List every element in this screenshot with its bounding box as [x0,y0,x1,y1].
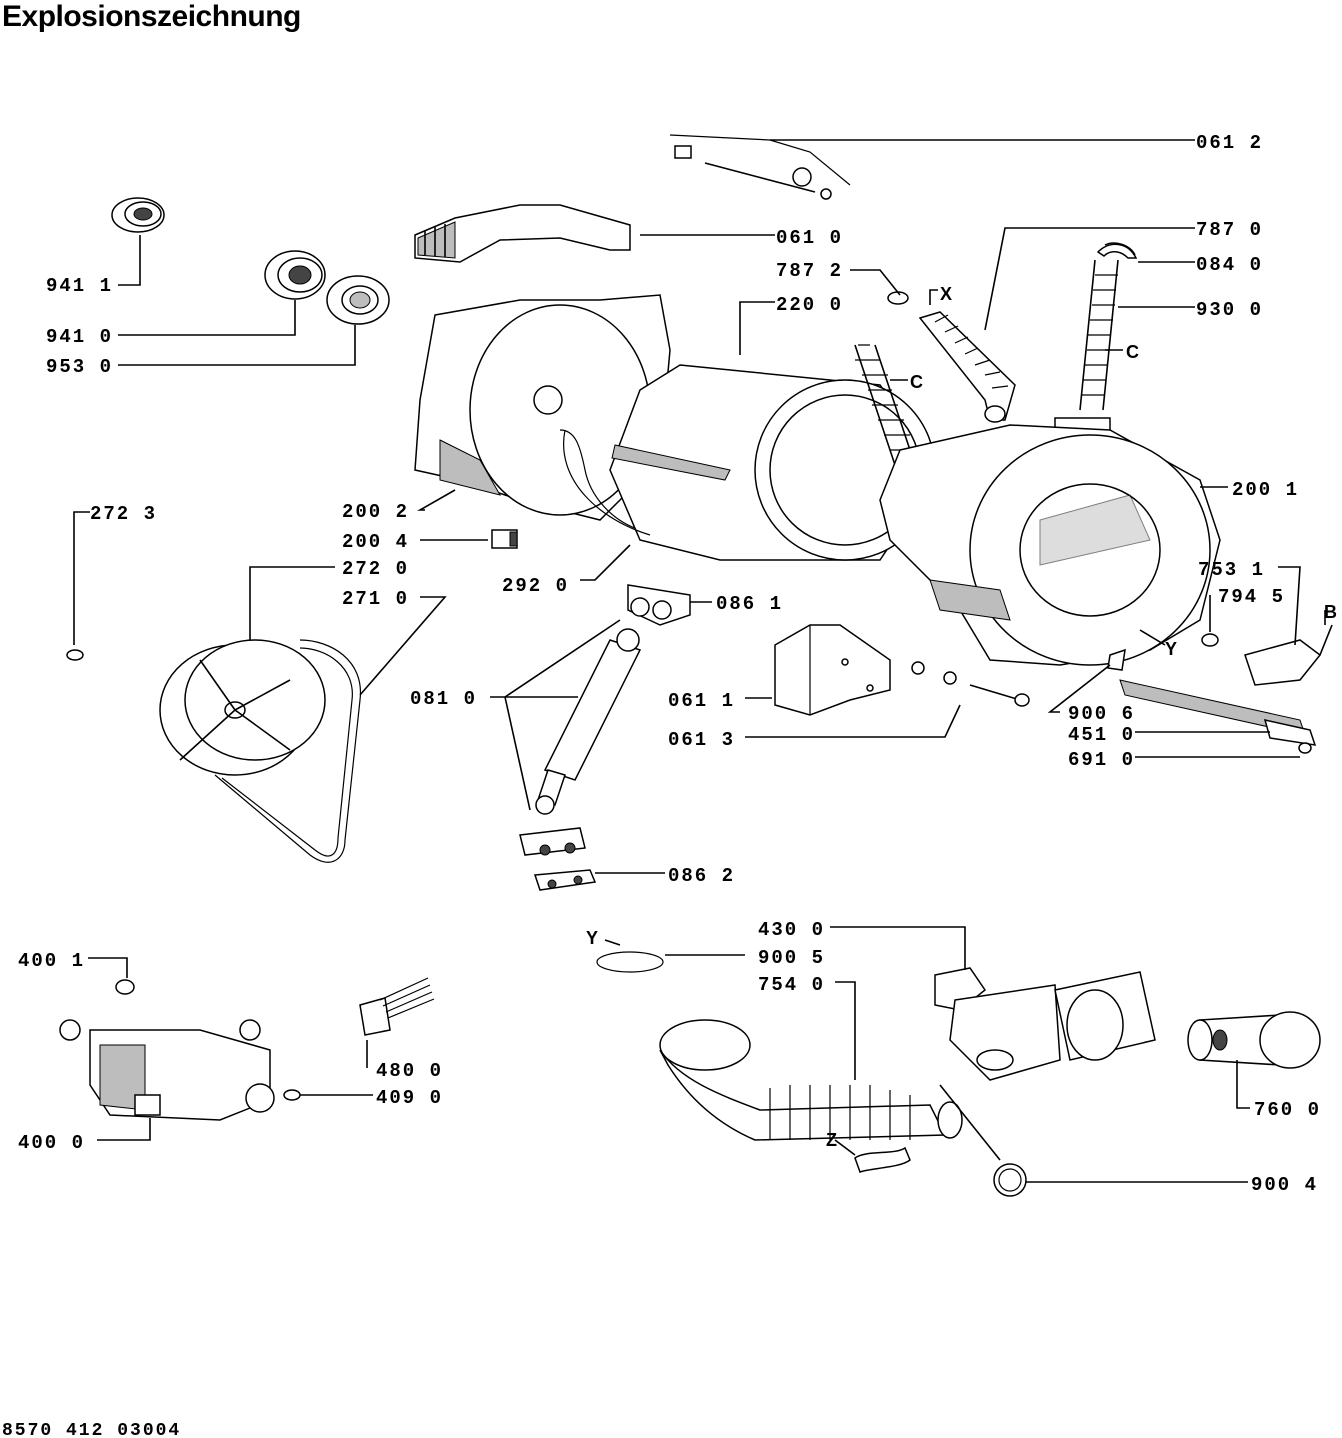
part-heater [1119,679,1317,746]
label-930-0: 930 0 [1196,299,1263,321]
part-shock-absorber [535,628,642,815]
label-941-1: 941 1 [46,275,113,297]
label-753-1: 753 1 [1198,559,1265,581]
label-061-1: 061 1 [668,690,735,712]
part-hose-clamp-9004 [993,1163,1027,1197]
page-title: Explosionszeichnung [2,0,301,33]
part-clip-9006 [1107,648,1126,671]
label-691-0: 691 0 [1068,749,1135,771]
part-ntc-sensor [1244,624,1333,686]
part-small-hose-z [854,1146,911,1173]
part-number-labels: 061 2 061 0 787 0 787 2 084 0 220 0 930 … [18,132,1321,1196]
leader-lines [73,139,1301,1183]
label-794-5: 794 5 [1218,586,1285,608]
part-nut-6910 [1298,742,1312,754]
label-061-0: 061 0 [776,227,843,249]
label-220-0: 220 0 [776,294,843,316]
part-pulley [159,639,326,776]
label-409-0: 409 0 [376,1087,443,1109]
label-271-0: 271 0 [342,588,409,610]
part-rear-tub [414,294,671,531]
part-seal [326,275,390,325]
label-760-0: 760 0 [1254,1099,1321,1121]
part-bellows-hose [918,311,1016,423]
label-061-3: 061 3 [668,729,735,751]
part-hose-clamp-9005 [596,951,664,973]
part-drain-hose [659,1019,963,1141]
label-200-4: 200 4 [342,531,409,553]
part-washer-7945 [1201,633,1219,647]
label-086-2: 086 2 [668,865,735,887]
label-200-2: 200 2 [342,501,409,523]
part-counterweight-front [774,624,891,716]
part-nut-2723 [66,649,84,661]
label-941-0: 941 0 [46,326,113,348]
connection-letters: X C C Y B Y Z [586,284,1337,1156]
label-451-0: 451 0 [1068,724,1135,746]
part-counterweight-top [414,204,631,263]
label-900-6: 900 6 [1068,703,1135,725]
label-292-0: 292 0 [502,575,569,597]
part-bearing-large [264,250,326,300]
letter-c-right: C [1126,342,1139,362]
label-084-0: 084 0 [1196,254,1263,276]
document-code: 8570 412 03004 [2,1421,181,1438]
label-900-5: 900 5 [758,947,825,969]
label-400-0: 400 0 [18,1132,85,1154]
label-787-2: 787 2 [776,260,843,282]
label-272-0: 272 0 [342,558,409,580]
letter-y-clamp: Y [586,928,598,948]
letter-b: B [1324,602,1337,622]
part-clip-7872 [887,291,909,305]
part-top-rod [669,134,851,200]
part-clip-0840 [1096,243,1138,259]
label-272-3: 272 3 [90,503,157,525]
part-front-tub [879,424,1221,666]
label-400-1: 400 1 [18,950,85,972]
part-shock-bracket-top [627,584,691,626]
part-drive-belt [214,639,362,863]
part-clip-2004 [491,529,518,549]
part-bearing-small [111,197,165,233]
label-787-0: 787 0 [1196,219,1263,241]
label-900-4: 900 4 [1251,1174,1318,1196]
label-754-0: 754 0 [758,974,825,996]
part-spring-right [1054,242,1136,443]
part-bolt-0613 [911,661,1030,707]
part-pump-filter [1187,1011,1321,1069]
label-953-0: 953 0 [46,356,113,378]
letter-c-left: C [910,372,923,392]
letter-z: Z [826,1130,837,1150]
label-081-0: 081 0 [410,688,477,710]
part-connector-block [359,977,435,1036]
label-430-0: 430 0 [758,919,825,941]
letter-y-tub: Y [1165,639,1177,659]
part-clip-4090 [283,1089,301,1101]
label-200-1: 200 1 [1232,479,1299,501]
label-480-0: 480 0 [376,1060,443,1082]
part-tub-gasket [563,429,651,536]
part-drain-pump [934,967,1156,1081]
part-shock-bracket-bottom [519,827,597,891]
label-061-2: 061 2 [1196,132,1263,154]
part-motor [59,1019,275,1121]
part-motor-bush [115,979,135,995]
letter-x: X [940,284,952,304]
label-086-1: 086 1 [716,593,783,615]
